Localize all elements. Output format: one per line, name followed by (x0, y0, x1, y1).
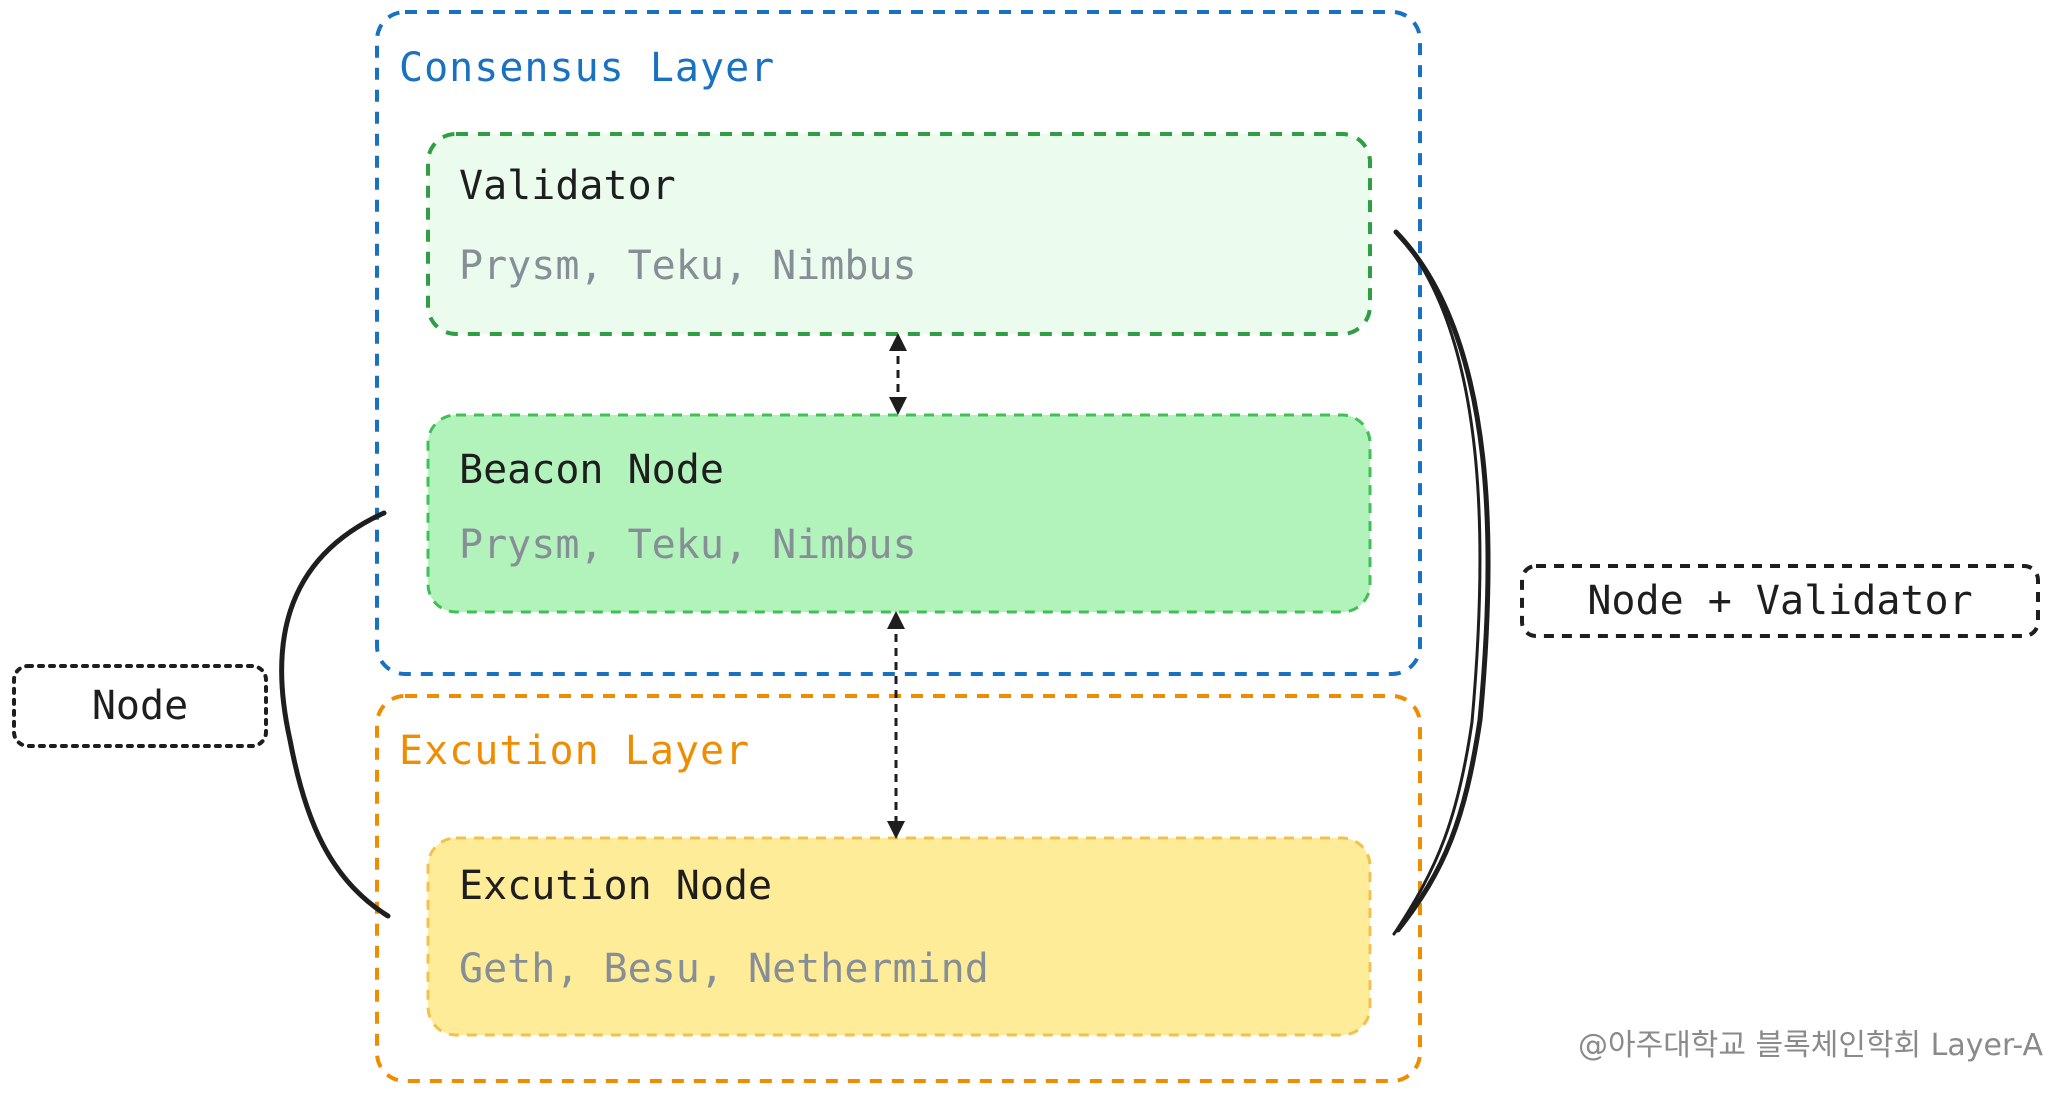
validator-title: Validator (459, 163, 676, 209)
beacon-node-box (426, 413, 1372, 614)
node-validator-brace (1393, 229, 1491, 933)
node-validator-brace-sketch (1392, 234, 1482, 936)
consensus-layer-frame (375, 10, 1422, 676)
node-brace (279, 510, 391, 919)
execution-layer-title: Excution Layer (399, 728, 751, 774)
validator-box (426, 132, 1372, 336)
node-validator-tag-label: Node + Validator (1587, 578, 1973, 624)
node-validator-tag-box (1520, 564, 2040, 638)
node-tag-box (12, 664, 268, 748)
node-tag-label: Node (91, 683, 189, 729)
consensus-layer-title: Consensus Layer (399, 45, 776, 91)
validator-clients: Prysm, Teku, Nimbus (459, 243, 917, 289)
execution-node-box (426, 836, 1372, 1037)
execution-node-clients: Geth, Besu, Nethermind (459, 946, 989, 992)
beacon-node-clients: Prysm, Teku, Nimbus (459, 522, 917, 568)
watermark: @아주대학교 블록체인학회 Layer-A (1578, 1028, 2044, 1063)
beacon-node-title: Beacon Node (459, 447, 724, 493)
execution-node-title: Excution Node (459, 863, 773, 909)
